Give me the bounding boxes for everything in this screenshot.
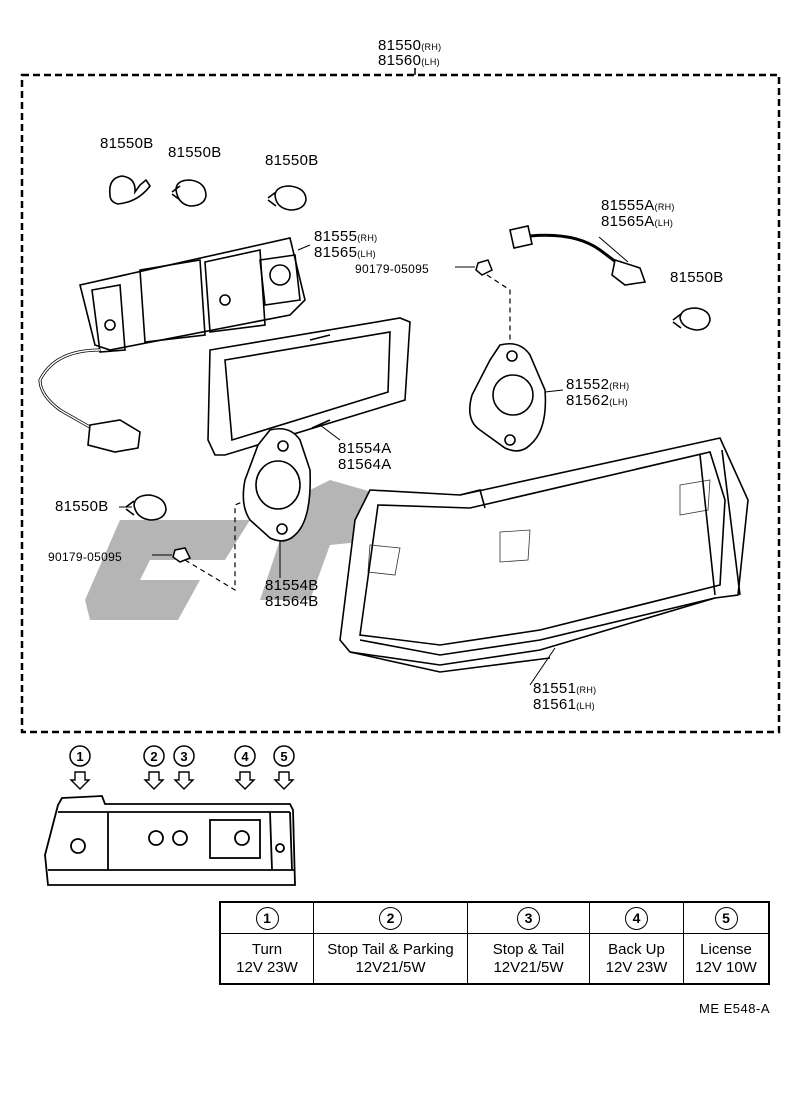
bulb-spec: 12V21/5W: [493, 958, 564, 976]
table-number: 2: [379, 906, 402, 930]
table-number: 5: [714, 906, 738, 930]
lamp-position-sketch: [44, 795, 296, 886]
bulb-icon: [108, 175, 711, 521]
gasket-lh-label: 81562(LH): [566, 392, 628, 409]
bulb-name: Stop & Tail: [492, 940, 565, 958]
callout-2: 2: [150, 749, 157, 764]
bulb-spec: 12V21/5W: [355, 958, 426, 976]
bulb-spec: 12V 10W: [695, 958, 757, 976]
table-number: 3: [517, 906, 540, 930]
packing-a-label: 81554A: [338, 440, 392, 457]
callout-5: 5: [280, 749, 287, 764]
license-socket-rh-label: 81555A(RH): [601, 197, 675, 214]
bulb-label: 81550B: [168, 144, 222, 161]
bulb-name: Turn: [251, 940, 283, 958]
assembly-frame: [20, 73, 781, 734]
license-socket: [509, 225, 647, 286]
bulb-label: 81550B: [265, 152, 319, 169]
lens-rh-label: 81551(RH): [533, 680, 597, 697]
connector-icon: [87, 419, 141, 453]
bulb-label: 81550B: [670, 269, 724, 286]
bulb-spec: 12V 23W: [236, 958, 298, 976]
license-gasket: [469, 342, 547, 452]
callout-1: 1: [76, 749, 83, 764]
callout-arrow: [69, 771, 295, 790]
license-socket-lh-label: 81565A(LH): [601, 213, 674, 230]
assembly-lh-label: 81560(LH): [378, 52, 440, 69]
lens-lh-label: 81561(LH): [533, 696, 595, 713]
bulb-name: License: [700, 940, 752, 958]
table-number: 1: [255, 906, 279, 930]
wire-harness: [38, 348, 101, 432]
packing-b-label: 81564B: [265, 593, 319, 610]
bulb-label: 81550B: [100, 135, 154, 152]
drawing-reference: ME E548-A: [699, 1001, 770, 1016]
bulb-spec: 12V 23W: [605, 958, 668, 976]
socket-rh-label: 81555(RH): [314, 228, 378, 245]
packing-frame: [207, 317, 411, 456]
screw-label: 90179-05095: [355, 262, 430, 276]
socket-housing: [79, 237, 306, 353]
socket-lh-label: 81565(LH): [314, 244, 376, 261]
assembly-rh-label: 81550(RH): [378, 37, 442, 54]
packing-b-label: 81554B: [265, 577, 319, 594]
bulb-gasket: [242, 427, 312, 542]
gasket-rh-label: 81552(RH): [566, 376, 630, 393]
table-number: 4: [625, 906, 648, 930]
callout-circle: [69, 745, 295, 767]
bulb-name: Stop Tail & Parking: [327, 940, 454, 958]
lens-body: [339, 437, 749, 673]
callout-4: 4: [241, 749, 249, 764]
callout-3: 3: [180, 749, 187, 764]
packing-a-label: 81564A: [338, 456, 392, 473]
screw-icon: [172, 259, 493, 563]
screw-label: 90179-05095: [48, 550, 123, 564]
bulb-name: Back Up: [608, 940, 665, 958]
bulb-label: 81550B: [55, 498, 109, 515]
